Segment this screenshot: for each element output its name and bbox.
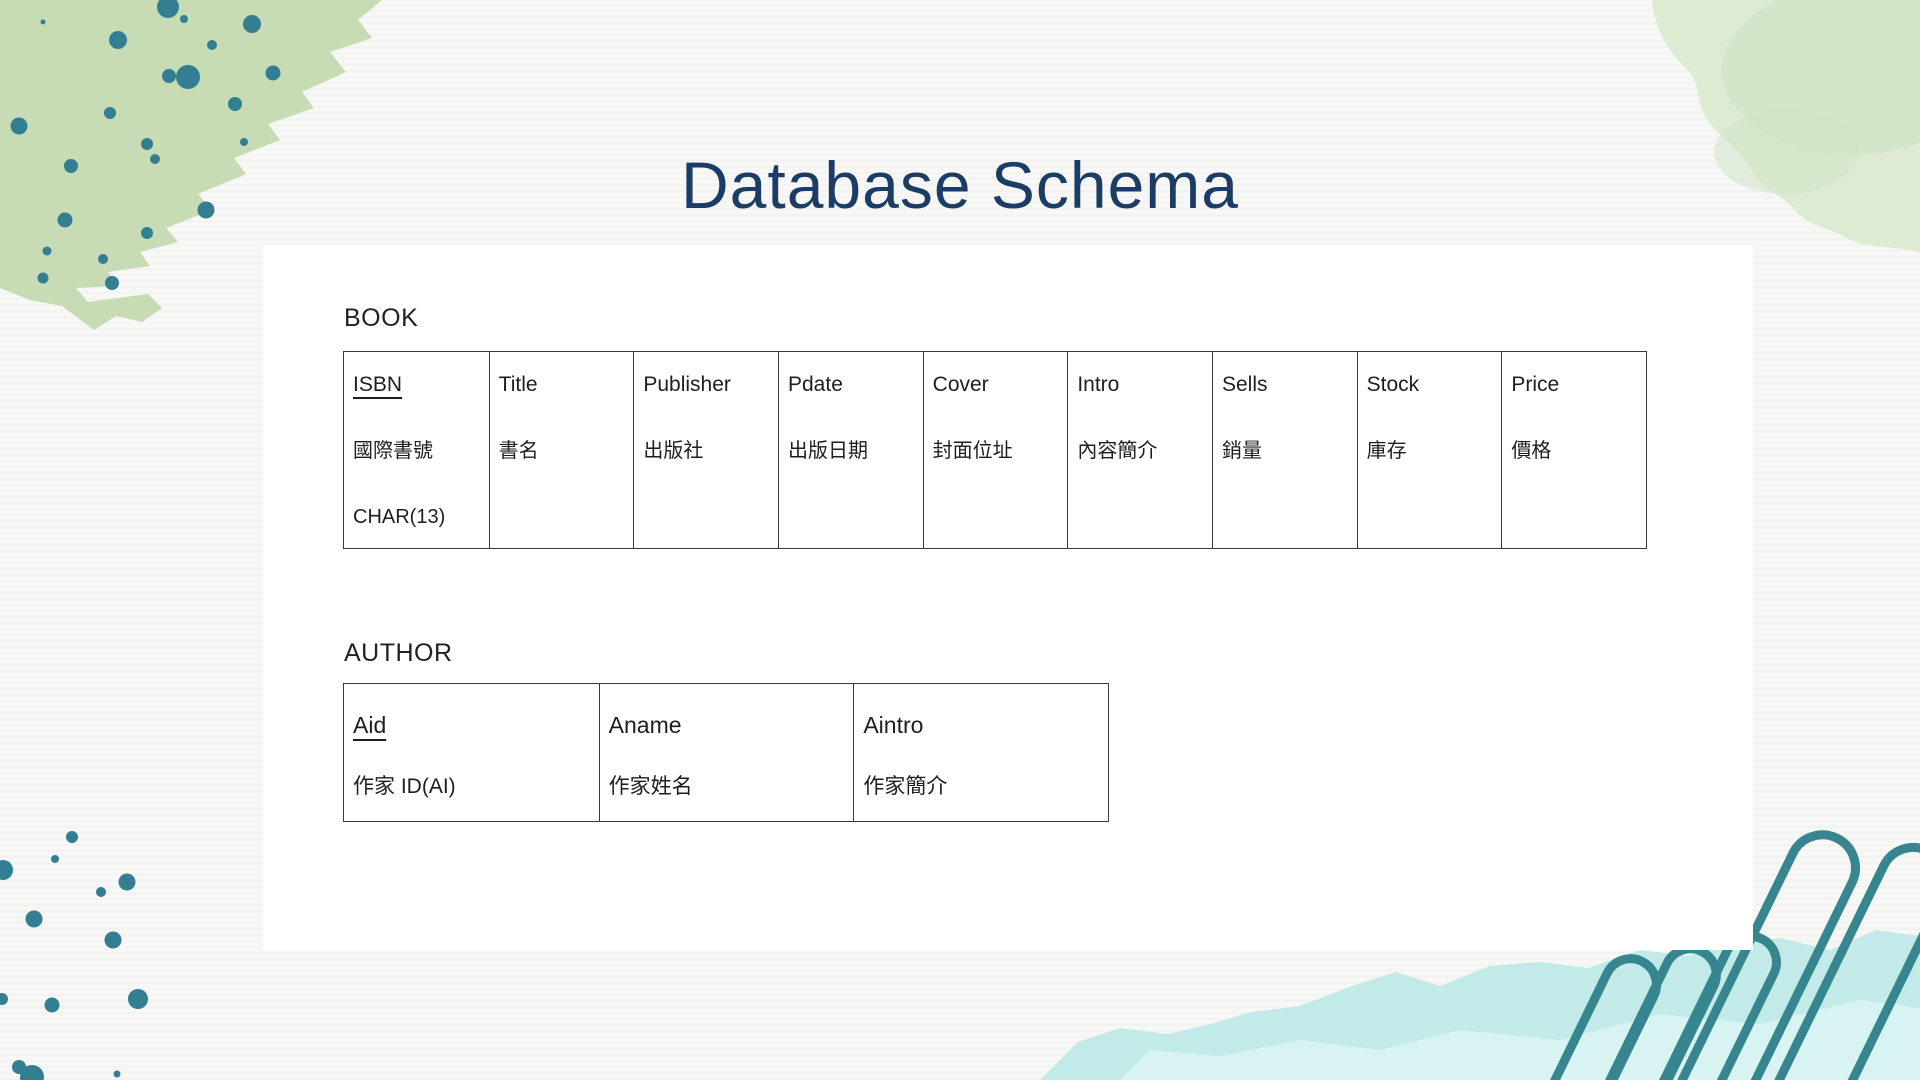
field-label-zh: 作家 ID(AI)	[353, 775, 456, 798]
field-name: Title	[498, 373, 538, 396]
field-name: Intro	[1077, 373, 1120, 396]
field-label-zh: 國際書號	[353, 440, 433, 462]
field-name: Publisher	[643, 373, 731, 396]
book-column-stock: Stock 庫存	[1356, 352, 1502, 548]
book-column-pdate: Pdate 出版日期	[778, 352, 923, 548]
book-column-publisher: Publisher 出版社	[633, 352, 778, 548]
book-column-sells: Sells 銷量	[1212, 352, 1357, 548]
field-name: Aname	[608, 712, 682, 738]
field-label-zh: 封面位址	[932, 440, 1013, 462]
field-label-zh: 價格	[1511, 440, 1552, 462]
book-column-cover: Cover 封面位址	[922, 352, 1068, 548]
field-name: Sells	[1222, 373, 1268, 396]
book-column-title: Title 書名	[488, 352, 634, 548]
page-title: Database Schema	[681, 148, 1239, 223]
author-column-aname: Aname 作家姓名	[598, 684, 854, 821]
pale-green-wash-top-right	[1652, 0, 1920, 252]
field-name: Cover	[932, 373, 989, 396]
book-column-intro: Intro 內容簡介	[1067, 352, 1212, 548]
book-column-isbn: ISBN 國際書號 CHAR(13)	[344, 352, 489, 548]
author-column-aid: Aid 作家 ID(AI)	[344, 684, 599, 821]
field-label-zh: 庫存	[1366, 440, 1407, 462]
field-name: Aid	[353, 712, 387, 738]
book-column-price: Price 價格	[1501, 352, 1646, 548]
field-type: CHAR(13)	[353, 506, 446, 528]
teal-dots-bottom-left	[0, 831, 148, 1080]
book-table-label: BOOK	[344, 304, 419, 332]
teal-dots-top-left	[10, 0, 281, 290]
field-label-zh: 銷量	[1222, 440, 1262, 462]
field-name: ISBN	[353, 373, 403, 396]
teal-finger-lines-bottom-right	[1521, 830, 1920, 1080]
book-table: ISBN 國際書號 CHAR(13) Title 書名 Publisher 出版…	[343, 351, 1647, 549]
field-label-zh: 書名	[498, 440, 539, 462]
field-name: Aintro	[863, 712, 924, 738]
field-name: Price	[1511, 373, 1560, 396]
field-label-zh: 出版社	[643, 440, 704, 462]
field-name: Pdate	[788, 373, 843, 396]
field-label-zh: 作家姓名	[608, 775, 693, 798]
author-table: Aid 作家 ID(AI) Aname 作家姓名 Aintro 作家簡介	[343, 683, 1109, 822]
author-table-label: AUTHOR	[344, 639, 453, 667]
field-name: Stock	[1366, 373, 1420, 396]
field-label-zh: 作家簡介	[863, 775, 948, 798]
field-label-zh: 出版日期	[788, 440, 868, 462]
field-label-zh: 內容簡介	[1077, 440, 1158, 462]
author-column-aintro: Aintro 作家簡介	[853, 684, 1108, 821]
green-paint-splash-top-left	[0, 0, 382, 330]
